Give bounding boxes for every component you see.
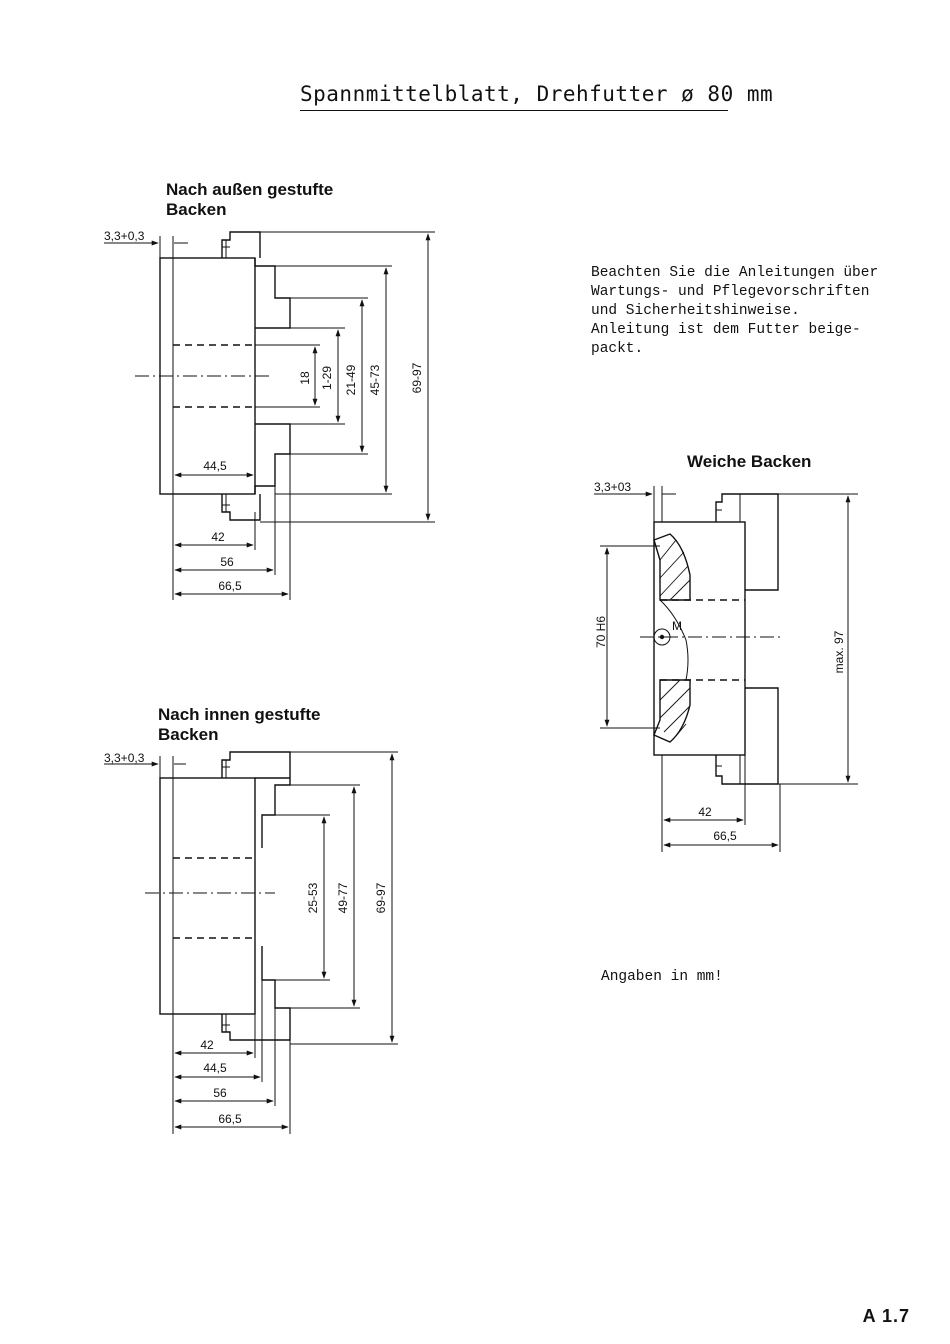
soft-jaws-drawing: M 3,3+03 70 H6 max. 97 42 66,5 xyxy=(594,480,858,852)
outer-jaws-drawing: 3,3+0,3 18 1-29 21-49 45-73 69-97 44,5 4… xyxy=(104,229,435,600)
heading-inner-line2: Backen xyxy=(158,725,219,744)
dim-offset-3: 3,3+03 xyxy=(594,480,631,494)
dim-42-3: 42 xyxy=(698,805,712,819)
chuck-body-3 xyxy=(653,521,746,756)
marker-m: M xyxy=(672,619,682,633)
inner-jaws-drawing: 3,3+0,3 25-53 49-77 69-97 42 44,5 56 66,… xyxy=(104,751,398,1134)
heading-outer-line2: Backen xyxy=(166,200,227,219)
dim-offset: 3,3+0,3 xyxy=(104,229,145,243)
title-underline xyxy=(300,110,728,111)
heading-inner-jaws: Nach innen gestufte Backen xyxy=(158,705,320,745)
hatching xyxy=(659,539,691,737)
heading-outer-jaws: Nach außen gestufte Backen xyxy=(166,180,333,220)
chuck-body-2 xyxy=(159,777,256,1015)
maintenance-note: Beachten Sie die Anleitungen über Wartun… xyxy=(591,265,879,357)
dim-42: 42 xyxy=(211,530,225,544)
dim-66-5-2: 66,5 xyxy=(218,1112,242,1126)
dim-69-97: 69-97 xyxy=(410,362,424,393)
heading-outer-line1: Nach außen gestufte xyxy=(166,180,334,199)
dim-66-5-3: 66,5 xyxy=(713,829,737,843)
dim-45-73: 45-73 xyxy=(368,364,382,395)
dim-56-2: 56 xyxy=(213,1086,227,1100)
dim-offset-2: 3,3+0,3 xyxy=(104,751,145,765)
dim-69-97-2: 69-97 xyxy=(374,882,388,913)
dim-max-97: max. 97 xyxy=(832,630,846,673)
page-code: A 1.7 xyxy=(862,1306,910,1326)
page-title: Spannmittelblatt, Drehfutter ø 80 mm xyxy=(300,82,774,106)
units-note: Angaben in mm! xyxy=(601,969,723,985)
dim-49-77: 49-77 xyxy=(336,882,350,913)
dim-66-5: 66,5 xyxy=(218,579,242,593)
dim-25-53: 25-53 xyxy=(306,882,320,913)
dim-70-h6: 70 H6 xyxy=(594,616,608,648)
heading-inner-line1: Nach innen gestufte xyxy=(158,705,321,724)
dim-56: 56 xyxy=(220,555,234,569)
dim-18: 18 xyxy=(298,371,312,385)
heading-soft-jaws: Weiche Backen xyxy=(687,452,812,471)
dim-44-5: 44,5 xyxy=(203,459,227,473)
dim-44-5-2: 44,5 xyxy=(203,1061,227,1075)
dim-21-49: 21-49 xyxy=(344,364,358,395)
dim-42-2: 42 xyxy=(200,1038,214,1052)
dim-1-29: 1-29 xyxy=(320,366,334,390)
